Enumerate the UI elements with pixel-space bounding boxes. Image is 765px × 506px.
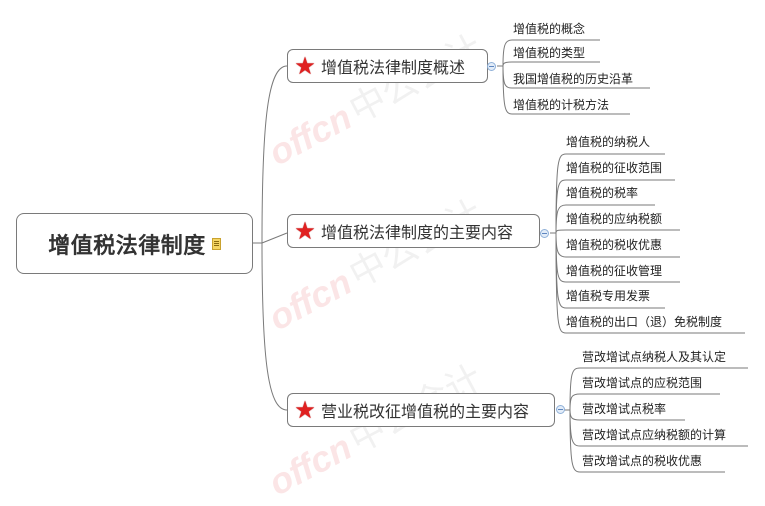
leaf-topic[interactable]: 增值税的计税方法 — [513, 98, 610, 112]
leaf-topic[interactable]: 营改增试点的应税范围 — [582, 376, 703, 390]
root-topic[interactable]: 增值税法律制度 — [16, 213, 253, 274]
leaf-topic[interactable]: 增值税的类型 — [513, 46, 586, 60]
leaf-topic[interactable]: 增值税的税收优惠 — [566, 238, 663, 252]
leaf-topic[interactable]: 增值税的概念 — [513, 22, 586, 36]
leaf-topic[interactable]: 增值税的征收范围 — [566, 161, 663, 175]
star-icon: ★ — [294, 52, 316, 80]
collapse-toggle-icon[interactable] — [540, 229, 549, 238]
leaf-topic[interactable]: 增值税的税率 — [566, 186, 639, 200]
leaf-topic[interactable]: 营改增试点的税收优惠 — [582, 454, 703, 468]
leaf-topic[interactable]: 营改增试点应纳税额的计算 — [582, 428, 727, 442]
collapse-toggle-icon[interactable] — [487, 62, 496, 71]
mindmap-canvas: offcn中公会计 offcn中公会计 offcn中公会计 — [16, 22, 748, 503]
leaf-topic[interactable]: 营改增试点纳税人及其认定 — [582, 350, 727, 364]
leaf-topic[interactable]: 增值税的应纳税额 — [566, 212, 663, 226]
note-icon[interactable] — [211, 237, 221, 250]
leaf-topic[interactable]: 增值税的纳税人 — [566, 135, 651, 149]
leaf-topic[interactable]: 增值税专用发票 — [566, 289, 651, 303]
leaf-topic[interactable]: 增值税的出口（退）免税制度 — [566, 315, 723, 329]
topic-vat-main-content[interactable]: ★ 增值税法律制度的主要内容 — [287, 214, 540, 248]
leaf-topic[interactable]: 我国增值税的历史沿革 — [513, 72, 634, 86]
star-icon: ★ — [294, 396, 316, 424]
connector-lines — [253, 39, 748, 473]
root-title: 增值税法律制度 — [48, 233, 206, 259]
topic-vat-overview[interactable]: ★ 增值税法律制度概述 — [287, 49, 488, 83]
leaf-topic[interactable]: 营改增试点税率 — [582, 402, 667, 416]
topic-business-tax-to-vat[interactable]: ★ 营业税改征增值税的主要内容 — [287, 393, 555, 427]
leaf-topic[interactable]: 增值税的征收管理 — [566, 264, 663, 278]
star-icon: ★ — [294, 217, 316, 245]
collapse-toggle-icon[interactable] — [556, 405, 565, 414]
